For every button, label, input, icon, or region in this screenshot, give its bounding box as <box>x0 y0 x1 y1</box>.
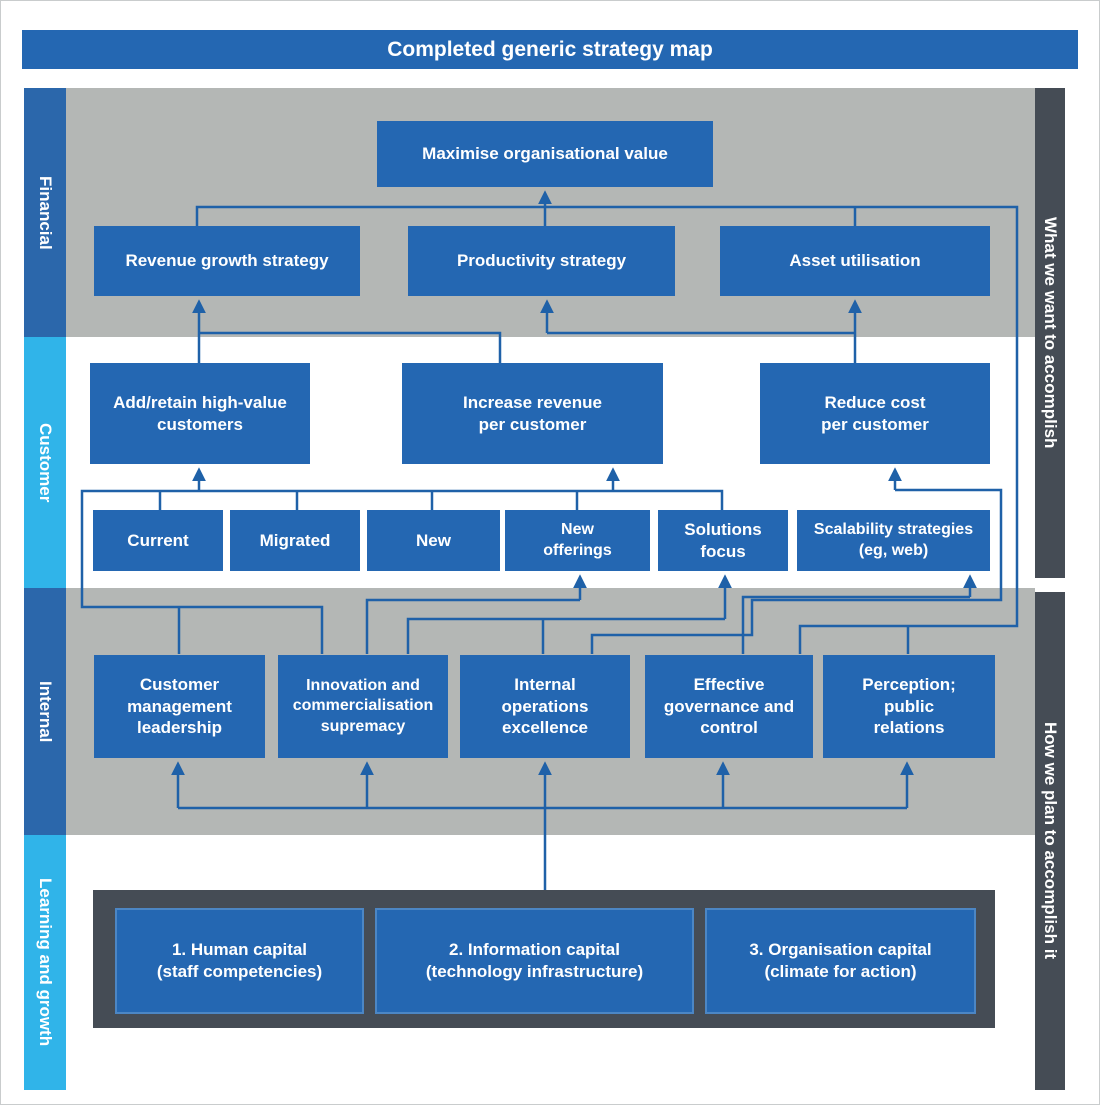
node-new-offerings: New offerings <box>505 510 650 571</box>
node-current: Current <box>93 510 223 571</box>
goal-bar-text: How we plan to accomplish it <box>1041 722 1060 960</box>
perspective-label-text: Customer <box>36 422 55 503</box>
perspective-label-text: Internal <box>36 680 55 743</box>
perspective-label-text: Learning and growth <box>36 878 55 1047</box>
node-human-capital: 1. Human capital (staff competencies) <box>115 908 364 1014</box>
node-scalability-strategies: Scalability strategies (eg, web) <box>797 510 990 571</box>
node-new: New <box>367 510 500 571</box>
node-increase-revenue-per-customer: Increase revenue per customer <box>402 363 663 464</box>
node-maximise-organisational-value: Maximise organisational value <box>377 121 713 187</box>
node-organisation-capital: 3. Organisation capital (climate for act… <box>705 908 976 1014</box>
goal-bar-what-we-want: What we want to accomplish <box>1035 88 1065 578</box>
node-asset-utilisation: Asset utilisation <box>720 226 990 296</box>
perspective-label-financial: Financial <box>24 88 66 337</box>
node-productivity-strategy: Productivity strategy <box>408 226 675 296</box>
goal-bar-how-we-plan: How we plan to accomplish it <box>1035 592 1065 1090</box>
node-information-capital: 2. Information capital (technology infra… <box>375 908 694 1014</box>
node-migrated: Migrated <box>230 510 360 571</box>
node-perception-public-relations: Perception; public relations <box>823 655 995 758</box>
node-customer-management-leadership: Customer management leadership <box>94 655 265 758</box>
perspective-label-text: Financial <box>36 175 55 250</box>
node-internal-operations-excellence: Internal operations excellence <box>460 655 630 758</box>
perspective-label-customer: Customer <box>24 337 66 588</box>
node-reduce-cost-per-customer: Reduce cost per customer <box>760 363 990 464</box>
node-revenue-growth-strategy: Revenue growth strategy <box>94 226 360 296</box>
node-add-retain-high-value-customers: Add/retain high-value customers <box>90 363 310 464</box>
node-innovation-commercialisation-supremacy: Innovation and commercialisation suprema… <box>278 655 448 758</box>
goal-bar-text: What we want to accomplish <box>1041 217 1060 449</box>
perspective-label-internal: Internal <box>24 588 66 835</box>
perspective-label-learning-growth: Learning and growth <box>24 835 66 1090</box>
page-title: Completed generic strategy map <box>22 30 1078 69</box>
node-effective-governance-control: Effective governance and control <box>645 655 813 758</box>
node-solutions-focus: Solutions focus <box>658 510 788 571</box>
